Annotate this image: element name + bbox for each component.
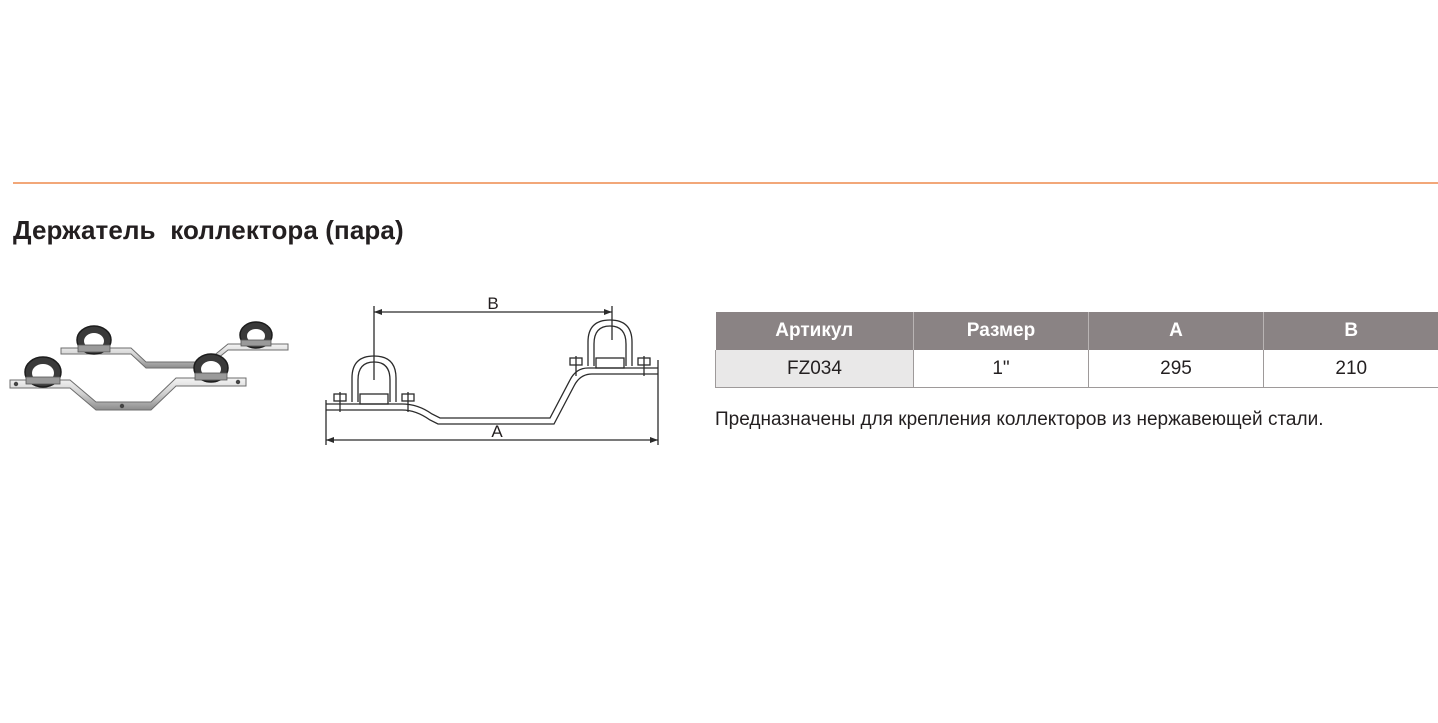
product-title: Держатель коллектора (пара)	[13, 215, 404, 245]
product-description: Предназначены для крепления коллекторов …	[715, 409, 1324, 430]
clamp-front-right	[193, 353, 229, 383]
product-photo	[9, 321, 289, 411]
clamp-back-right	[239, 321, 273, 349]
cell-size: 1"	[913, 350, 1089, 388]
section-divider	[13, 182, 1438, 184]
clamp-back-left	[76, 325, 112, 355]
table-header-row: Артикул Размер A B	[715, 312, 1438, 350]
header-a: A	[1088, 312, 1264, 350]
spec-table: Артикул Размер A B FZ034 1" 295 210	[715, 312, 1438, 388]
drawing-label-a: A	[491, 422, 503, 441]
cell-b: 210	[1263, 350, 1438, 388]
holder-front	[9, 353, 247, 411]
technical-drawing: B A	[325, 294, 659, 445]
cell-article: FZ034	[715, 350, 914, 388]
drawing-label-b: B	[487, 294, 498, 313]
holder-back	[60, 321, 289, 369]
header-article: Артикул	[715, 312, 914, 350]
clamp-front-left	[24, 356, 62, 388]
table-row: FZ034 1" 295 210	[715, 350, 1438, 388]
cell-a: 295	[1088, 350, 1264, 388]
header-size: Размер	[913, 312, 1089, 350]
header-b: B	[1263, 312, 1438, 350]
